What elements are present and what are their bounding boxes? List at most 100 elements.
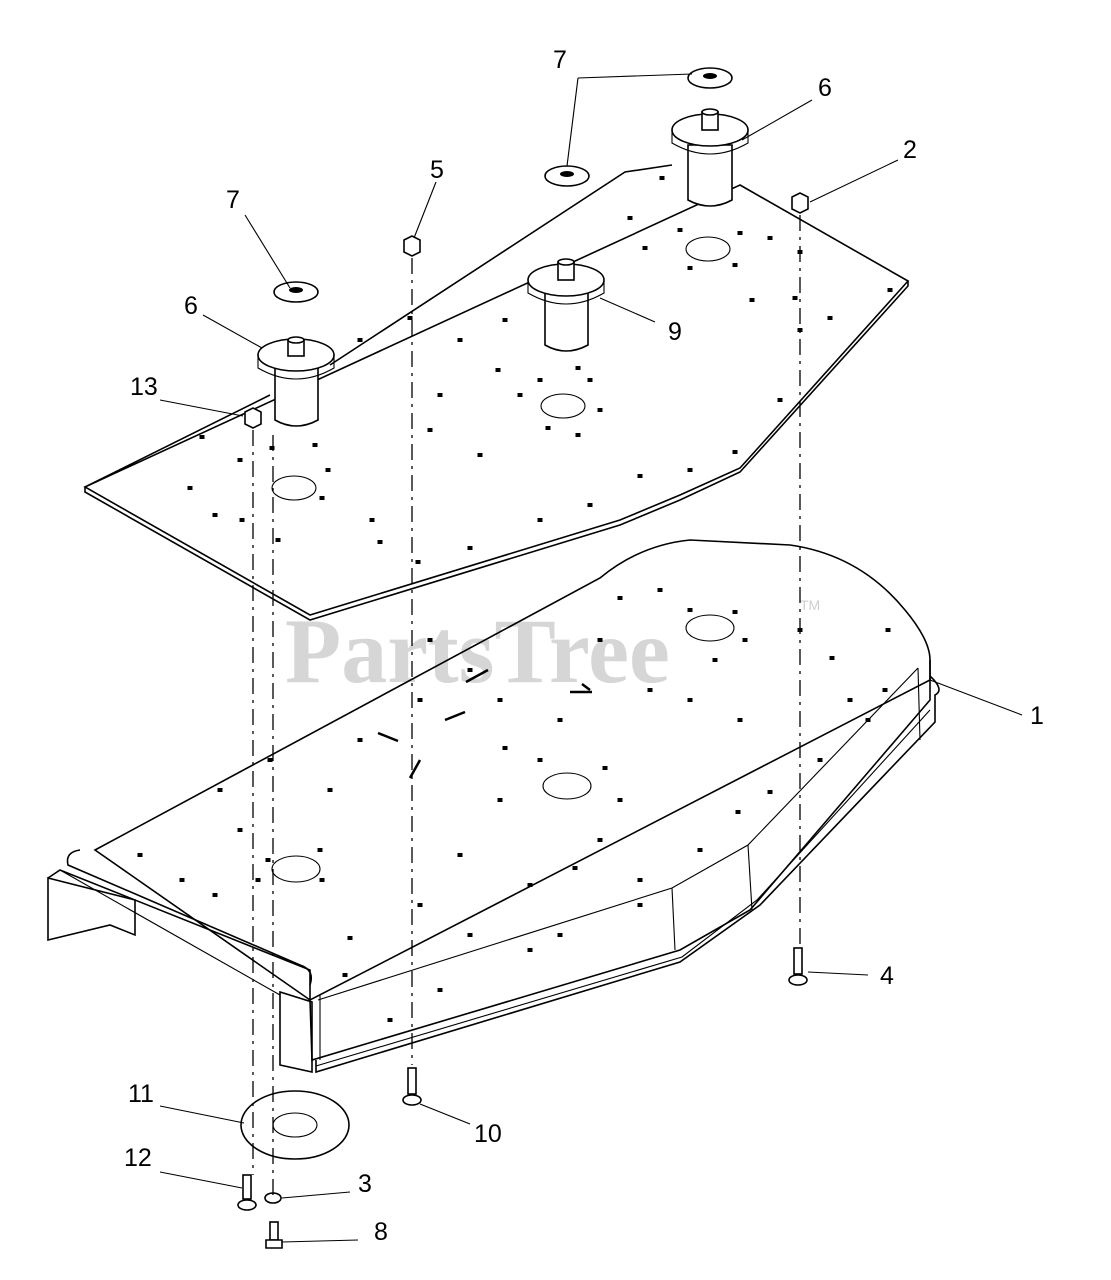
mounting-hole [687, 698, 693, 702]
mounting-hole [137, 853, 143, 857]
bolt-12 [237, 1174, 257, 1211]
mounting-hole [347, 936, 353, 940]
mounting-hole [712, 658, 718, 662]
callout-2[interactable]: 2 [903, 136, 917, 164]
mounting-hole [317, 848, 323, 852]
mounting-hole [597, 638, 603, 642]
spindle-left [257, 336, 335, 427]
deck-openings [271, 614, 735, 883]
mounting-hole [865, 718, 871, 722]
callout-9[interactable]: 9 [668, 318, 682, 346]
mounting-hole [687, 468, 693, 472]
mounting-hole [217, 788, 223, 792]
mounting-hole [267, 758, 273, 762]
mounting-hole [617, 798, 623, 802]
callout-12[interactable]: 12 [124, 1144, 152, 1172]
callout-5[interactable]: 5 [430, 156, 444, 184]
mounting-hole [882, 688, 888, 692]
mounting-hole [597, 838, 603, 842]
mounting-hole [269, 446, 275, 450]
mounting-hole [792, 296, 798, 300]
mounting-hole [637, 474, 643, 478]
callout-6-right[interactable]: 6 [818, 74, 832, 102]
mounting-hole [502, 746, 508, 750]
mounting-hole [237, 828, 243, 832]
mounting-hole [587, 378, 593, 382]
mounting-hole [545, 426, 551, 430]
mounting-hole [597, 408, 603, 412]
mounting-hole [275, 538, 281, 542]
mounting-hole [642, 246, 648, 250]
watermark-text: PartsTree [285, 600, 670, 702]
mounting-hole [697, 848, 703, 852]
assembly-center-lines [252, 215, 801, 1195]
mounting-hole [527, 883, 533, 887]
mounting-hole [265, 858, 271, 862]
hex-nut-13 [244, 407, 262, 429]
mounting-hole [312, 443, 318, 447]
mounting-hole [575, 366, 581, 370]
mounting-hole [817, 758, 823, 762]
mounting-hole [737, 231, 743, 235]
mounting-hole [179, 878, 185, 882]
callout-11[interactable]: 11 [128, 1080, 154, 1108]
mounting-hole [527, 948, 533, 952]
mounting-hole [187, 486, 193, 490]
callout-13[interactable]: 13 [130, 373, 158, 401]
bolt-10 [402, 1067, 422, 1106]
mounting-hole [199, 435, 205, 439]
mounting-hole [457, 853, 463, 857]
spindle-center [527, 258, 605, 352]
mounting-hole [732, 263, 738, 267]
mounting-hole [467, 546, 473, 550]
mounting-hole [417, 903, 423, 907]
hex-nut-2 [791, 192, 809, 214]
mounting-hole [847, 698, 853, 702]
mounting-hole [687, 608, 693, 612]
mounting-hole [497, 798, 503, 802]
callout-10[interactable]: 10 [474, 1120, 502, 1148]
mounting-hole [732, 610, 738, 614]
mounting-hole [377, 540, 383, 544]
mounting-hole [627, 216, 633, 220]
mounting-hole [517, 393, 523, 397]
spindle-plate [240, 1090, 350, 1160]
top-plate [83, 164, 910, 621]
spacer-washer-mid [544, 165, 590, 187]
mounting-hole [342, 973, 348, 977]
mounting-hole [457, 338, 463, 342]
callout-4[interactable]: 4 [880, 962, 894, 990]
callout-7-top[interactable]: 7 [553, 46, 567, 74]
mounting-hole [732, 450, 738, 454]
mounting-hole [319, 496, 325, 500]
mounting-hole [325, 468, 331, 472]
callout-3[interactable]: 3 [358, 1170, 372, 1198]
mounting-slot [581, 683, 591, 691]
mounting-hole [467, 668, 473, 672]
watermark-trademark: TM [800, 597, 820, 613]
callout-labels: 1 2 3 4 5 6 6 7 7 8 9 10 11 12 13 [124, 46, 1044, 1246]
mounting-hole [657, 588, 663, 592]
mounting-hole [887, 288, 893, 292]
mounting-hole [767, 790, 773, 794]
mounting-slot [444, 710, 466, 722]
mounting-hole [417, 698, 423, 702]
mounting-hole [537, 518, 543, 522]
mounting-hole [777, 398, 783, 402]
mounting-hole [637, 903, 643, 907]
callout-6-left[interactable]: 6 [184, 292, 198, 320]
mounting-hole [357, 738, 363, 742]
callout-1[interactable]: 1 [1030, 702, 1044, 730]
callout-7-left[interactable]: 7 [226, 186, 240, 214]
mounting-hole [829, 656, 835, 660]
mounting-hole [369, 518, 375, 522]
mounting-hole [407, 316, 413, 320]
mounting-slot [377, 731, 399, 743]
mounting-hole [557, 933, 563, 937]
mounting-hole [687, 266, 693, 270]
bolt-4 [788, 947, 808, 986]
mounting-hole [602, 766, 608, 770]
mounting-hole [735, 810, 741, 814]
mounting-hole [437, 988, 443, 992]
callout-8[interactable]: 8 [374, 1218, 388, 1246]
